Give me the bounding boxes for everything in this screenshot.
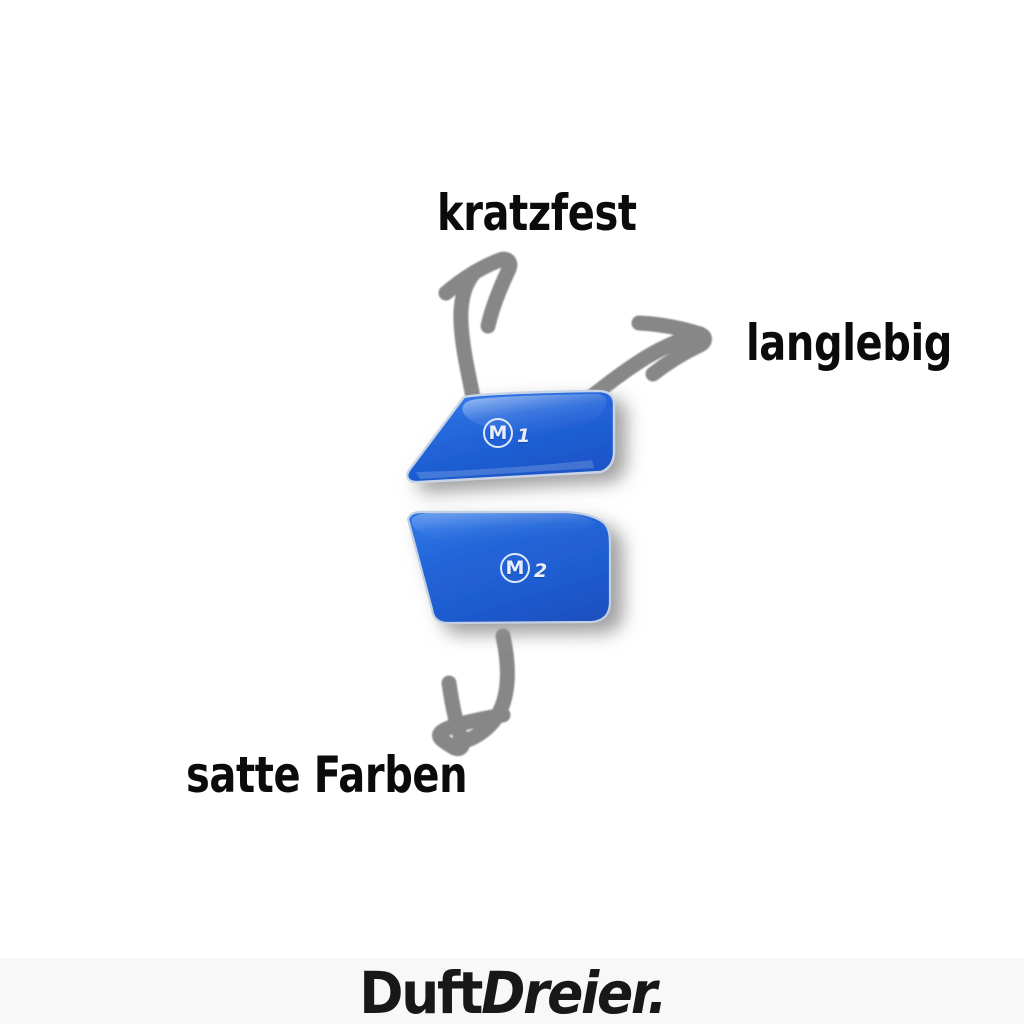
m1-edge-sheen [416,460,594,479]
m1-gloss-highlight [462,394,607,433]
arrow-to-kratzfest-icon [438,251,518,405]
m2-gloss-highlight [411,513,596,542]
product-part-m1: M 1 [380,380,660,510]
product-part-m2: M 2 [390,495,670,650]
brand-logo-part-duft: Duft [359,959,483,1027]
brand-logo-part-dreier: Dreier. [480,959,667,1027]
feature-label-satte-farben: satte Farben [186,746,468,804]
brand-logo: DuftDreier. [359,964,667,1022]
brand-footer-bar: DuftDreier. [0,958,1024,1024]
feature-label-langlebig: langlebig [746,314,953,372]
feature-label-kratzfest: kratzfest [437,184,637,242]
